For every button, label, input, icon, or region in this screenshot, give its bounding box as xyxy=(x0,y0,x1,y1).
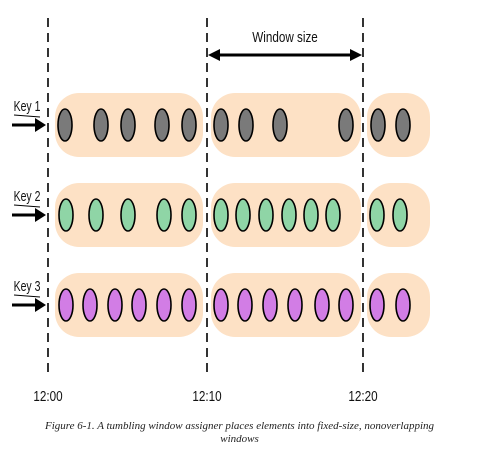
element-key1-6 xyxy=(213,108,229,142)
element-key2-8 xyxy=(258,198,274,232)
element-key2-13 xyxy=(392,198,408,232)
element-key2-3 xyxy=(120,198,136,232)
element-key2-10 xyxy=(303,198,319,232)
key-arrow-head-2 xyxy=(35,208,46,222)
element-key2-7 xyxy=(235,198,251,232)
element-key3-8 xyxy=(237,288,253,322)
element-key3-13 xyxy=(369,288,385,322)
element-key1-2 xyxy=(93,108,109,142)
element-key2-6 xyxy=(213,198,229,232)
element-key1-9 xyxy=(338,108,354,142)
caption-line-1: Figure 6-1. A tumbling window assigner p… xyxy=(44,420,435,432)
key-arrow-head-3 xyxy=(35,298,46,312)
caption-line-2: windows xyxy=(220,433,259,445)
element-key3-7 xyxy=(213,288,229,322)
element-key2-4 xyxy=(156,198,172,232)
element-key3-10 xyxy=(287,288,303,322)
element-key2-5 xyxy=(181,198,197,232)
element-key3-5 xyxy=(156,288,172,322)
element-key3-6 xyxy=(181,288,197,322)
window-size-arrow-right xyxy=(350,49,362,61)
window-boundaries xyxy=(47,18,364,378)
key-arrow-head-1 xyxy=(35,118,46,132)
element-key3-3 xyxy=(107,288,123,322)
key-label-2: Key 2 xyxy=(14,187,41,204)
element-key2-1 xyxy=(58,198,74,232)
window-size-indicator: Window size xyxy=(208,29,362,61)
element-key1-4 xyxy=(154,108,170,142)
element-key1-7 xyxy=(238,108,254,142)
window-capsule-key3-w1 xyxy=(55,273,203,337)
element-key1-5 xyxy=(181,108,197,142)
figure-caption: Figure 6-1. A tumbling window assigner p… xyxy=(0,420,479,446)
element-key2-11 xyxy=(325,198,341,232)
element-key3-1 xyxy=(58,288,74,322)
element-key3-2 xyxy=(82,288,98,322)
key-underline-3 xyxy=(13,294,41,298)
window-size-label: Window size xyxy=(252,29,318,46)
window-size-arrow-left xyxy=(208,49,220,61)
time-label-1200: 12:00 xyxy=(33,388,62,405)
element-key2-2 xyxy=(88,198,104,232)
time-axis-labels: 12:00 12:10 12:20 xyxy=(33,388,377,405)
key-label-1: Key 1 xyxy=(14,97,41,114)
element-key1-10 xyxy=(370,108,386,142)
time-label-1220: 12:20 xyxy=(348,388,377,405)
time-label-1210: 12:10 xyxy=(192,388,221,405)
element-key1-1 xyxy=(57,108,73,142)
key-label-3: Key 3 xyxy=(14,277,41,294)
element-key1-3 xyxy=(120,108,136,142)
element-key3-9 xyxy=(262,288,278,322)
element-key1-8 xyxy=(272,108,288,142)
key-underline-2 xyxy=(13,204,41,208)
element-key3-14 xyxy=(395,288,411,322)
element-key2-12 xyxy=(369,198,385,232)
element-key3-12 xyxy=(338,288,354,322)
element-key1-11 xyxy=(395,108,411,142)
key-underline-1 xyxy=(13,114,41,118)
element-key3-4 xyxy=(131,288,147,322)
stream-elements xyxy=(57,108,411,322)
key-labels: Key 1 Key 2 Key 3 xyxy=(12,97,46,312)
element-key3-11 xyxy=(314,288,330,322)
element-key2-9 xyxy=(281,198,297,232)
